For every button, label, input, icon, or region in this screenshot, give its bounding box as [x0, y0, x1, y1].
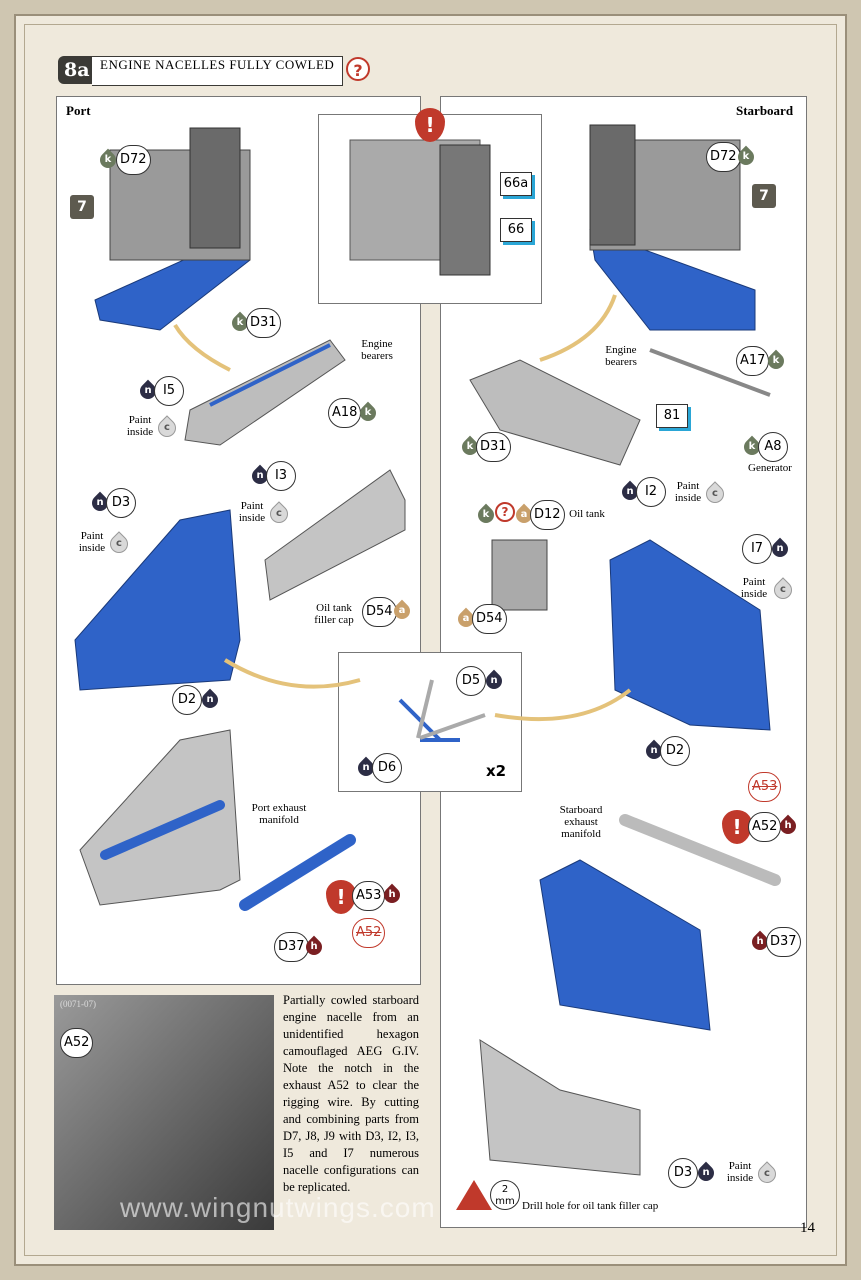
drill-size-callout: 2 mm: [490, 1180, 520, 1210]
paint-inside-label: Paint inside: [126, 414, 154, 438]
callout-d37: D37: [766, 927, 801, 957]
help-icon: ?: [495, 502, 515, 522]
oil-tank-label: Oil tank: [569, 508, 605, 520]
paint-h-icon: h: [380, 883, 404, 907]
port-lower-nacelle: [79, 729, 241, 906]
engine-bearers-label: Engine bearers: [605, 344, 637, 368]
paint-inside-label: Paint inside: [740, 576, 768, 600]
callout-d31: D31: [476, 432, 511, 462]
callout-d54: D54: [362, 597, 397, 627]
paint-inside-label: Paint inside: [78, 530, 106, 554]
starboard-engine-nacelle: [589, 124, 756, 331]
callout-7: 7: [70, 195, 94, 219]
paint-n-icon: n: [482, 669, 506, 693]
starboard-exhaust-label: Starboard exhaust manifold: [559, 804, 603, 840]
help-icon: ?: [346, 57, 370, 81]
paint-n-icon: n: [198, 688, 222, 712]
paint-inside-label: Paint inside: [726, 1160, 754, 1184]
callout-d6: D6: [372, 753, 402, 783]
drill-hole-label: Drill hole for oil tank filler cap: [522, 1200, 659, 1212]
callout-i5: I5: [154, 376, 184, 406]
part-81: 81: [656, 404, 688, 428]
port-exhaust-label: Port exhaust manifold: [251, 802, 307, 826]
part-66a: 66a: [500, 172, 532, 196]
port-mid-nacelle: [74, 509, 241, 691]
step-number: 8a: [58, 56, 96, 84]
warning-icon: !: [415, 108, 445, 142]
photo-callout-a52: A52: [60, 1028, 94, 1058]
callout-d2: D2: [660, 736, 690, 766]
callout-d12: D12: [530, 500, 565, 530]
arrow-port-1: [173, 323, 231, 372]
callout-d31: D31: [246, 308, 281, 338]
starboard-label: Starboard: [736, 103, 794, 118]
callout-d5: D5: [456, 666, 486, 696]
port-bearer-cowl: [184, 339, 346, 446]
warning-icon: !: [722, 810, 752, 844]
part-66: 66: [500, 218, 532, 242]
callout-a53: A53: [352, 881, 386, 911]
oil-tank-filler-cap-label: Oil tank filler cap: [314, 602, 354, 626]
paint-h-icon: h: [776, 814, 800, 838]
callout-a52: A52: [748, 812, 782, 842]
starboard-cowl-panel: [479, 1039, 641, 1176]
quantity-x2: x2: [486, 762, 507, 780]
callout-d72: D72: [706, 142, 741, 172]
callout-a52-crossed: A52: [352, 918, 386, 948]
callout-d3: D3: [106, 488, 136, 518]
paint-n-icon: n: [694, 1161, 718, 1185]
paint-inside-label: Paint inside: [238, 500, 266, 524]
warning-icon: !: [326, 880, 356, 914]
starboard-bearer-cowl: [469, 359, 641, 466]
engine-detail: [349, 139, 491, 276]
paint-a-icon: a: [390, 599, 414, 623]
starboard-lower-nacelle: [539, 859, 711, 1031]
callout-d72: D72: [116, 145, 151, 175]
paint-k-icon: k: [474, 503, 498, 527]
arrow-port-2: [223, 658, 361, 689]
port-nacelle-exhaust: [100, 800, 225, 860]
callout-7: 7: [752, 184, 776, 208]
callout-a8: A8: [758, 432, 788, 462]
paint-k-icon: k: [734, 145, 758, 169]
callout-a18: A18: [328, 398, 362, 428]
generator-label: Generator: [748, 462, 792, 474]
callout-i3: I3: [266, 461, 296, 491]
arrow-stb-1: [539, 294, 617, 362]
callout-i7: I7: [742, 534, 772, 564]
paint-k-icon: k: [356, 401, 380, 425]
port-side-panel: [264, 469, 406, 601]
starboard-exhaust-manifold: [619, 814, 781, 886]
oil-tank: [491, 539, 548, 611]
step-title: ENGINE NACELLES FULLY COWLED: [92, 56, 344, 86]
paint-k-icon: k: [764, 349, 788, 373]
starboard-mid-nacelle: [609, 539, 771, 731]
callout-d3: D3: [668, 1158, 698, 1188]
paint-inside-label: Paint inside: [674, 480, 702, 504]
inner-border: [24, 24, 837, 1256]
page-number: 14: [800, 1220, 815, 1236]
port-exhaust-manifold: [239, 834, 356, 911]
callout-i2: I2: [636, 477, 666, 507]
photo-ref: (0071-07): [60, 999, 96, 1009]
callout-d54: D54: [472, 604, 507, 634]
starboard-generator: [649, 348, 771, 397]
paint-h-icon: h: [302, 935, 326, 959]
callout-d2: D2: [172, 685, 202, 715]
arrow-stb-2: [494, 688, 632, 722]
drill-icon: [456, 1180, 492, 1210]
description-text: Partially cowled starboard engine nacell…: [283, 993, 419, 1194]
paint-n-icon: n: [768, 537, 792, 561]
callout-a17: A17: [736, 346, 770, 376]
callout-a53-crossed: A53: [748, 772, 782, 802]
engine-bearers-label: Engine bearers: [361, 338, 393, 362]
watermark: www.wingnutwings.com: [120, 1192, 436, 1223]
callout-d37: D37: [274, 932, 309, 962]
strut-detail: [398, 679, 486, 742]
port-label: Port: [66, 103, 91, 118]
port-bearer-rail: [209, 343, 331, 407]
